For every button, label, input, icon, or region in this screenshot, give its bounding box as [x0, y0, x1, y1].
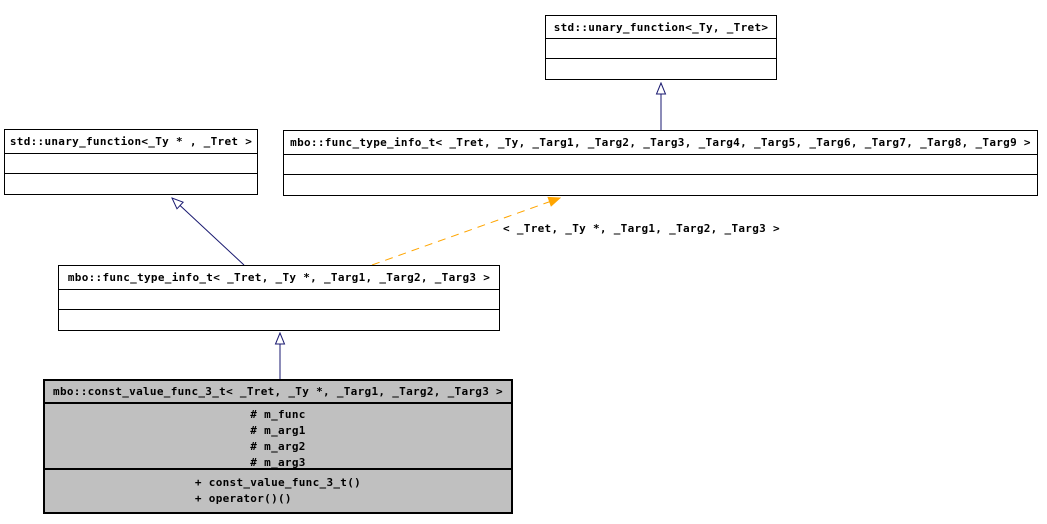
class-title: std::unary_function<_Ty, _Tret> — [546, 16, 776, 39]
class-title: mbo::func_type_info_t< _Tret, _Ty, _Targ… — [284, 131, 1037, 155]
attribute-m-arg3: # m_arg3 — [250, 456, 306, 469]
attribute-m-arg1: # m_arg1 — [250, 424, 306, 437]
method-operator-call: + operator()() — [194, 492, 292, 505]
class-node-func-type-info-t-9args[interactable]: mbo::func_type_info_t< _Tret, _Ty, _Targ… — [283, 130, 1038, 196]
class-title: std::unary_function<_Ty * , _Tret > — [5, 130, 257, 154]
attributes-compartment: # m_func # m_arg1 # m_arg2 # m_arg3 — [45, 404, 511, 470]
methods-compartment — [59, 310, 499, 330]
class-node-std-unary-function[interactable]: std::unary_function<_Ty, _Tret> — [545, 15, 777, 80]
class-node-func-type-info-t-3args[interactable]: mbo::func_type_info_t< _Tret, _Ty *, _Ta… — [58, 265, 500, 331]
attributes-compartment — [5, 154, 257, 174]
class-title: mbo::func_type_info_t< _Tret, _Ty *, _Ta… — [59, 266, 499, 290]
method-constructor: + const_value_func_3_t() — [194, 476, 362, 489]
attributes-compartment — [59, 290, 499, 310]
class-node-std-unary-function-ptr[interactable]: std::unary_function<_Ty * , _Tret > — [4, 129, 258, 195]
inheritance-edge-functypeinfo3-to-unaryfunctionptr — [172, 198, 245, 266]
methods-compartment: + const_value_func_3_t() + operator()() — [45, 470, 511, 512]
class-node-const-value-func-3-t: mbo::const_value_func_3_t< _Tret, _Ty *,… — [43, 379, 513, 514]
methods-compartment — [546, 59, 776, 79]
attribute-m-arg2: # m_arg2 — [250, 440, 306, 453]
class-title: mbo::const_value_func_3_t< _Tret, _Ty *,… — [45, 381, 511, 404]
template-args-label: < _Tret, _Ty *, _Targ1, _Targ2, _Targ3 > — [503, 222, 780, 235]
methods-compartment — [5, 174, 257, 194]
methods-compartment — [284, 175, 1037, 195]
attributes-compartment — [546, 39, 776, 59]
attributes-compartment — [284, 155, 1037, 175]
attribute-m-func: # m_func — [250, 408, 306, 421]
